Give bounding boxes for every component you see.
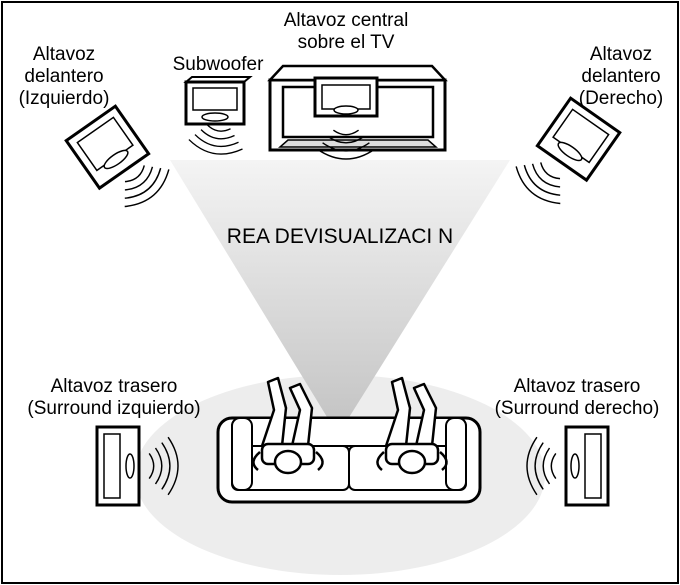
rear-right-label-line1: Altavoz trasero: [513, 376, 641, 397]
rear-right-label: Altavoz trasero (Surround derecho): [482, 376, 672, 420]
viewer-right: [376, 376, 448, 475]
front-right-speaker: [535, 96, 622, 183]
center-speaker-label-line1: Altavoz central: [283, 10, 409, 31]
front-left-label-line2: delantero: [24, 66, 104, 87]
viewing-area-label: REA DEVISUALIZACI N: [190, 226, 490, 248]
front-right-label-line1: Altavoz: [589, 44, 653, 65]
rear-left-label-line1: Altavoz trasero: [50, 376, 178, 397]
rear-right-label-line2: (Surround derecho): [494, 398, 660, 419]
viewer-left: [252, 376, 324, 475]
center-speaker-label: Altavoz central sobre el TV: [262, 10, 430, 54]
rear-left-speaker: [95, 425, 141, 507]
center-speaker-label-line2: sobre el TV: [297, 32, 395, 53]
front-left-label: Altavoz delantero (Izquierdo): [2, 44, 126, 110]
front-left-label-line3: (Izquierdo): [18, 88, 110, 109]
front-right-label: Altavoz delantero (Derecho): [566, 44, 676, 110]
subwoofer-box: [183, 76, 253, 126]
viewing-area-cone: [170, 160, 510, 435]
front-right-label-line3: (Derecho): [578, 88, 664, 109]
front-left-speaker: [64, 104, 151, 191]
subwoofer-label-text: Subwoofer: [172, 54, 264, 75]
rear-right-speaker: [564, 425, 610, 507]
subwoofer-label: Subwoofer: [160, 54, 276, 76]
front-left-label-line1: Altavoz: [32, 44, 96, 65]
rear-left-label-line2: (Surround izquierdo): [27, 398, 201, 419]
rear-left-label: Altavoz trasero (Surround izquierdo): [10, 376, 218, 420]
tv-with-center-speaker: [267, 64, 448, 152]
sofa: [216, 416, 482, 504]
front-right-label-line2: delantero: [581, 66, 661, 87]
viewing-area-label-text: REA DEVISUALIZACI N: [226, 225, 454, 248]
